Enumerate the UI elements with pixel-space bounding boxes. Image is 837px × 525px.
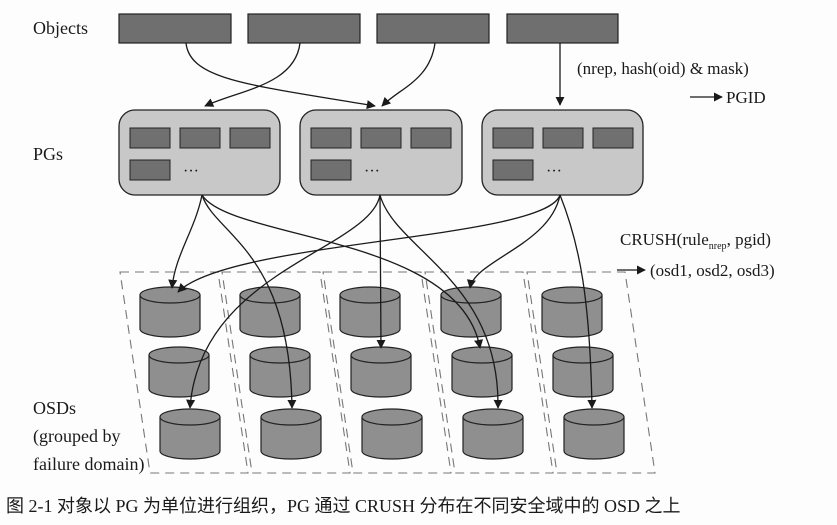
osd-d1-r3	[159, 408, 221, 460]
figure-caption: 图 2-1 对象以 PG 为单位进行组织，PG 通过 CRUSH 分布在不同安全…	[6, 496, 681, 516]
osd-d5-r3	[563, 408, 625, 460]
pg-1-ellipsis: ···	[183, 163, 199, 180]
failure-domain-3	[322, 271, 452, 474]
pg-group-1	[118, 109, 281, 196]
failure-domains	[119, 271, 656, 474]
failure-domain-4	[424, 271, 554, 474]
osd-d4-r2	[451, 346, 513, 398]
osd-d1-r2	[148, 346, 210, 398]
object-4	[506, 13, 619, 44]
pg-2-ellipsis: ···	[364, 163, 380, 180]
osd-d3-r1	[339, 286, 401, 338]
mapping-result: PGID	[726, 88, 766, 107]
osd-d2-r3	[260, 408, 322, 460]
osds-label-line3: failure domain)	[33, 454, 144, 475]
osds-label-line1: OSDs	[33, 398, 76, 418]
crush-result: (osd1, osd2, osd3)	[650, 261, 775, 280]
osd-d2-r2	[249, 346, 311, 398]
object-2	[247, 13, 361, 44]
failure-domain-5	[526, 271, 656, 474]
pg-group-2	[299, 109, 463, 196]
osd-d3-r2	[350, 346, 412, 398]
osd-d4-r1	[440, 286, 502, 338]
osd-d3-r3	[361, 408, 423, 460]
pgs-label: PGs	[33, 144, 63, 164]
failure-domain-2	[221, 271, 351, 474]
osd-cylinders	[139, 286, 625, 460]
osd-d1-r1	[139, 286, 201, 338]
pg-group-3	[481, 109, 644, 196]
object-3	[376, 13, 490, 44]
pg-3-ellipsis: ···	[546, 163, 562, 180]
failure-domain-1	[119, 271, 249, 474]
osd-d5-r1	[541, 286, 603, 338]
object-to-pg-arrows	[185, 42, 565, 110]
objects-label: Objects	[33, 18, 88, 38]
crush-annotation: CRUSH(rulenrep, pgid)	[620, 230, 771, 252]
pg-to-osd-arrows	[168, 194, 597, 409]
object-1	[118, 13, 232, 44]
mapping-annotation: (nrep, hash(oid) & mask)	[577, 59, 749, 78]
osd-d5-r2	[552, 346, 614, 398]
osd-d4-r3	[462, 408, 524, 460]
osd-d2-r1	[239, 286, 301, 338]
osds-label-line2: (grouped by	[33, 426, 120, 447]
